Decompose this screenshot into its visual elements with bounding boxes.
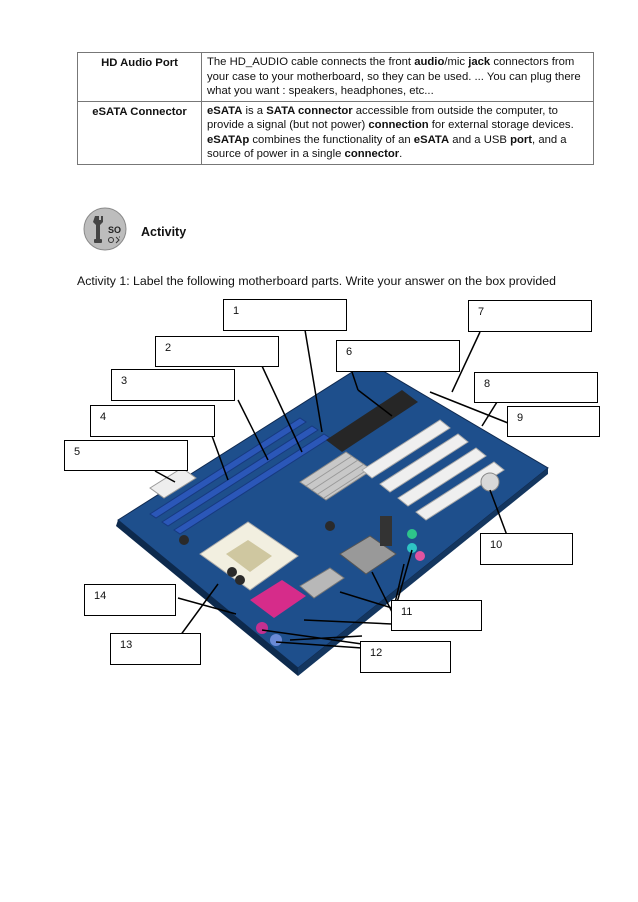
label-number: 9 — [517, 412, 524, 424]
label-box-10[interactable]: 10 — [480, 533, 573, 565]
table-row: eSATA Connector eSATA is a SATA connecto… — [77, 100, 594, 165]
label-number: 8 — [484, 378, 491, 390]
label-box-7[interactable]: 7 — [468, 300, 592, 332]
description-cell: eSATA is a SATA connector accessible fro… — [201, 100, 594, 165]
label-box-2[interactable]: 2 — [155, 336, 279, 367]
label-number: 3 — [121, 375, 128, 387]
label-number: 1 — [233, 305, 240, 317]
activity-title: Activity — [141, 225, 187, 239]
label-number: 12 — [370, 647, 383, 659]
label-box-4[interactable]: 4 — [90, 405, 215, 437]
label-number: 10 — [490, 539, 503, 551]
table-row: HD Audio Port The HD_AUDIO cable connect… — [77, 52, 594, 102]
label-number: 6 — [346, 346, 353, 358]
label-box-11[interactable]: 11 — [391, 600, 482, 631]
label-box-14[interactable]: 14 — [84, 584, 176, 616]
label-box-9[interactable]: 9 — [507, 406, 600, 437]
label-box-1[interactable]: 1 — [223, 299, 347, 331]
label-number: 11 — [401, 606, 413, 618]
label-number: 5 — [74, 446, 81, 458]
label-box-13[interactable]: 13 — [110, 633, 201, 665]
label-box-5[interactable]: 5 — [64, 440, 188, 471]
label-box-6[interactable]: 6 — [336, 340, 460, 372]
label-box-8[interactable]: 8 — [474, 372, 598, 403]
term-cell: HD Audio Port — [77, 52, 202, 102]
activity-instruction: Activity 1: Label the following motherbo… — [77, 274, 556, 288]
label-number: 13 — [120, 639, 133, 651]
label-number: 14 — [94, 590, 107, 602]
activity-tools-icon: SO — [83, 207, 127, 251]
activity-icon-text: SO — [108, 225, 121, 235]
term-cell: eSATA Connector — [77, 100, 202, 165]
label-number: 4 — [100, 411, 107, 423]
label-number: 2 — [165, 342, 172, 354]
connector-table: HD Audio Port The HD_AUDIO cable connect… — [77, 52, 594, 165]
label-box-12[interactable]: 12 — [360, 641, 451, 673]
label-number: 7 — [478, 306, 485, 318]
label-box-3[interactable]: 3 — [111, 369, 235, 401]
description-cell: The HD_AUDIO cable connects the front au… — [201, 52, 594, 102]
